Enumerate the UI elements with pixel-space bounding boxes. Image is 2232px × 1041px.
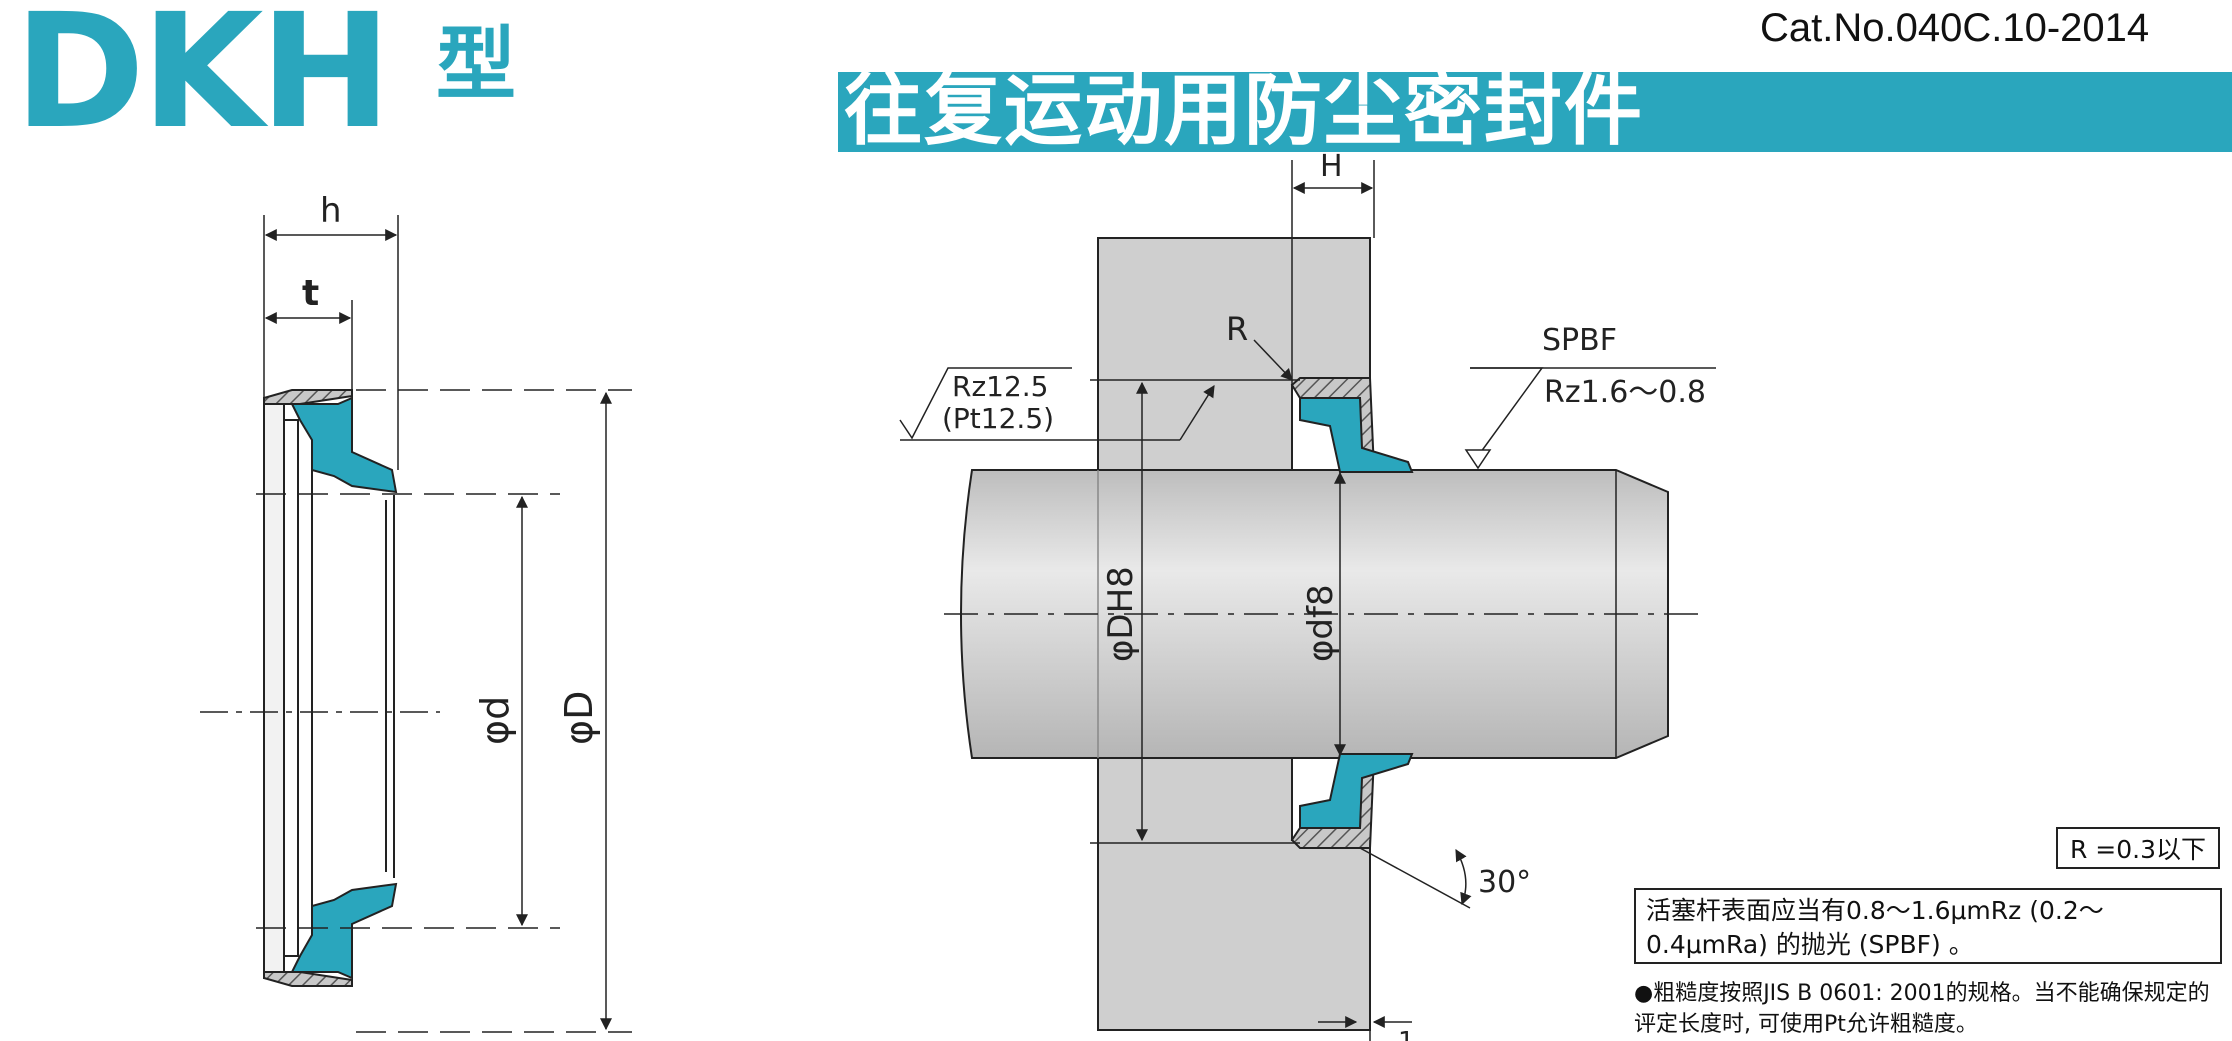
- seal-section-drawing: [200, 215, 632, 1033]
- chamfer-angle-label: 30°: [1478, 865, 1531, 900]
- logo-suffix: 型: [436, 18, 516, 111]
- page-title: 往复运动用防尘密封件: [844, 66, 1645, 156]
- dimension-d-label: φd: [473, 696, 517, 745]
- installation-drawing: [899, 160, 1716, 1041]
- radius-note-box: R =0.3以下: [2056, 827, 2220, 869]
- radius-R-label: R: [1226, 310, 1248, 348]
- groove-roughness-rz-label: Rz12.5: [952, 370, 1049, 403]
- rod-roughness-label: Rz1.6～0.8: [1544, 375, 1706, 410]
- title-banner: 往复运动用防尘密封件: [838, 66, 2232, 156]
- polish-note-box: 活塞杆表面应当有0.8～1.6μmRz (0.2～0.4μmRa) 的抛光 (S…: [1634, 888, 2222, 964]
- dimension-D-label: φD: [557, 691, 601, 745]
- rod-diameter-label: φdf8: [1301, 584, 1341, 662]
- spbf-label: SPBF: [1542, 323, 1617, 358]
- roughness-footnote: ●粗糙度按照JIS B 0601: 2001的规格。当不能确保规定的评定长度时,…: [1634, 981, 2210, 1037]
- bore-diameter-label: φDH8: [1101, 566, 1141, 662]
- product-logo: DKH: [14, 0, 392, 164]
- dimension-t-label: t: [302, 273, 319, 314]
- catalog-number: Cat.No.040C.10-2014: [1760, 6, 2150, 50]
- dimension-h-label: h: [320, 191, 342, 231]
- dimension-H-label: H: [1320, 149, 1343, 184]
- chamfer-length-label: 1: [1398, 1027, 1415, 1041]
- groove-roughness-pt-label: (Pt12.5): [942, 402, 1054, 435]
